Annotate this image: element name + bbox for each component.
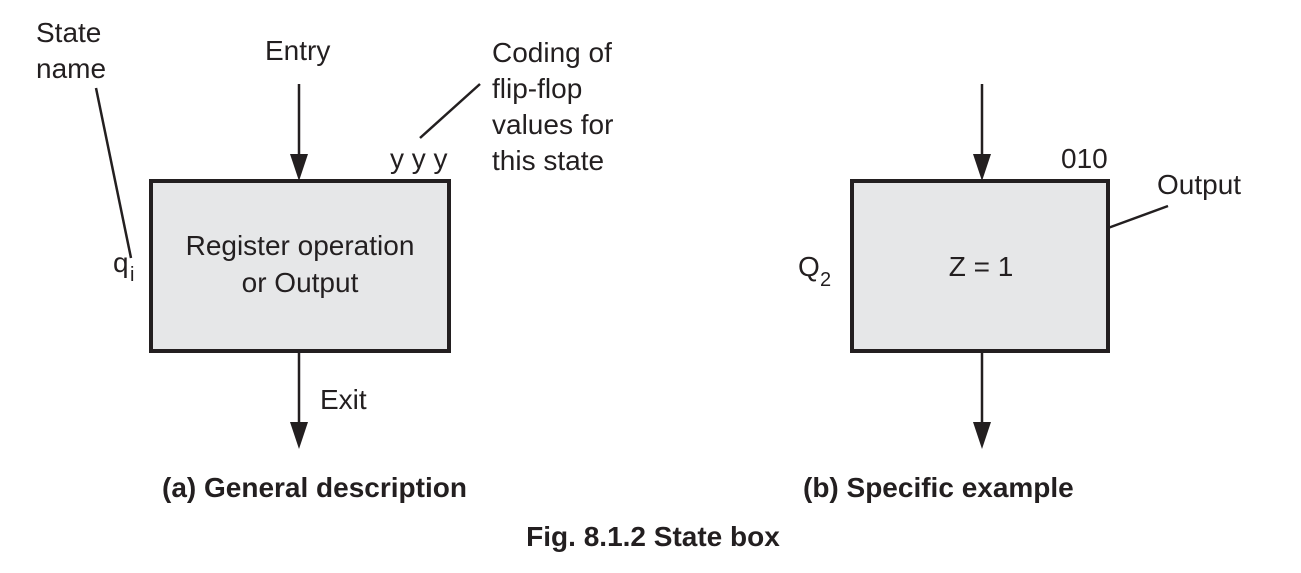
state-name-leader [94, 87, 133, 259]
state-box-general [149, 179, 451, 353]
state-name-label-1: State [36, 17, 101, 48]
state-symbol-q-subscript: i [130, 264, 134, 286]
figure-title: Fig. 8.1.2 State box [526, 521, 780, 552]
coding-label-2: flip-flop [492, 73, 582, 104]
coding-leader [419, 83, 481, 139]
entry-arrowhead [290, 154, 308, 181]
box-text-example: Z = 1 [949, 251, 1014, 282]
output-leader [1107, 204, 1169, 230]
exit-label: Exit [320, 384, 367, 415]
state-symbol-Q: Q [798, 251, 820, 282]
state-box-example [850, 179, 1110, 353]
flipflop-code-general: y y y [390, 143, 448, 174]
panel-b: 010 Output Q 2 Z = 1 (b) Specific exampl… [798, 84, 1241, 503]
entry-arrowhead-b [973, 154, 991, 181]
box-text-line-1: Register operation [186, 230, 415, 261]
coding-label-4: this state [492, 145, 604, 176]
caption-a: (a) General description [162, 472, 467, 503]
entry-label: Entry [265, 35, 330, 66]
coding-label-3: values for [492, 109, 613, 140]
box-text-line-2: or Output [242, 267, 359, 298]
coding-label-1: Coding of [492, 37, 612, 68]
exit-arrowhead-b [973, 422, 991, 449]
panel-a: State name Entry Coding of flip-flop val… [36, 17, 613, 503]
state-symbol-Q-subscript: 2 [820, 269, 831, 291]
flipflop-code-example: 010 [1061, 143, 1108, 174]
state-symbol-q: q [113, 247, 129, 278]
state-name-label-2: name [36, 53, 106, 84]
exit-arrowhead [290, 422, 308, 449]
caption-b: (b) Specific example [803, 472, 1074, 503]
output-label: Output [1157, 169, 1241, 200]
